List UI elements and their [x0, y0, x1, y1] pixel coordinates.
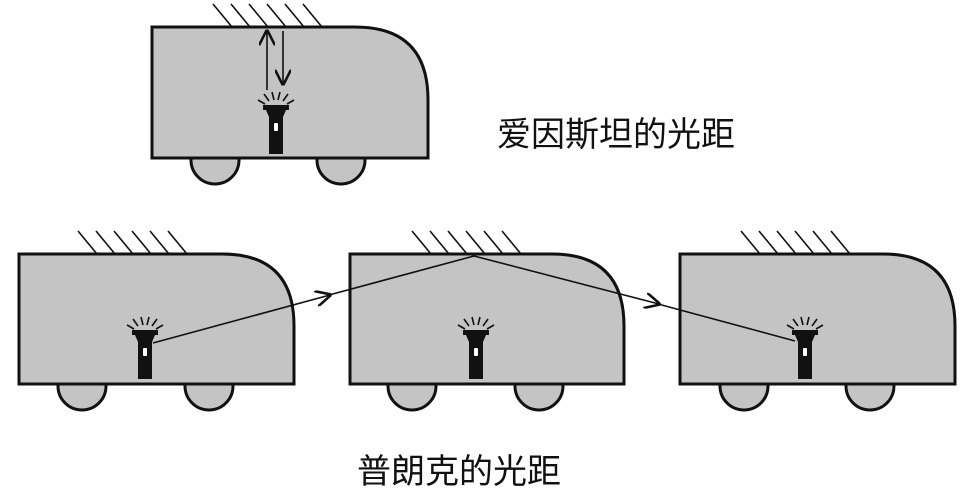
ceiling-hatch: [77, 230, 188, 255]
einstein-cart: [150, 3, 430, 186]
light-ray-return: [657, 303, 796, 342]
cart-body: [678, 252, 957, 386]
caption-planck: 普朗克的光距: [357, 452, 561, 492]
cart-body: [150, 25, 430, 160]
ceiling-hatch: [740, 230, 851, 255]
planck-cart-3: [678, 230, 957, 412]
light-ray-to-ceiling: [328, 255, 475, 296]
ceiling-hatch: [212, 3, 323, 28]
light-ray-out: [152, 295, 330, 344]
cart-body: [348, 252, 626, 386]
planck-cart-2: [348, 230, 626, 412]
ceiling-hatch: [411, 230, 522, 255]
caption-einstein: 爱因斯坦的光距: [497, 115, 735, 155]
light-ray-reflected: [473, 255, 659, 304]
planck-light-path: [152, 255, 796, 344]
planck-cart-1: [17, 230, 296, 412]
